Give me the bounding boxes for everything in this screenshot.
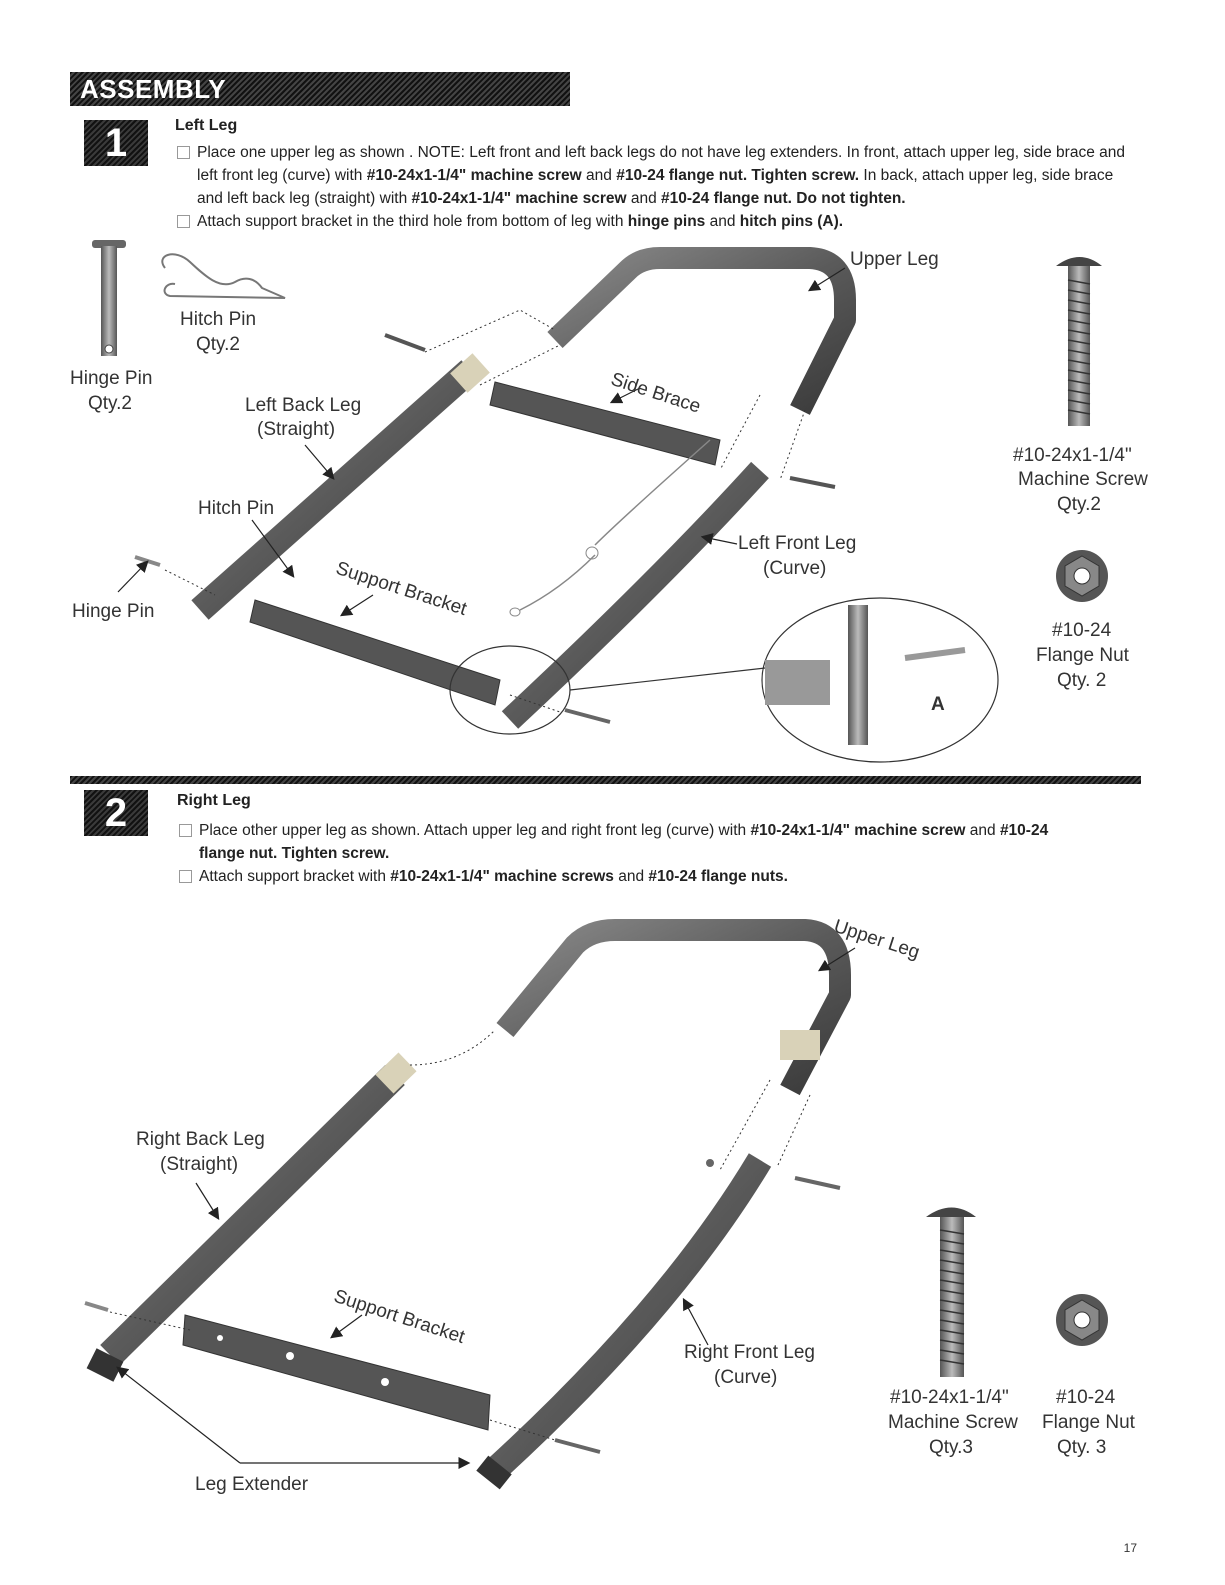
hinge-pin-part-label: Hinge Pin [70,368,153,389]
machine-screw-1-qty: Qty.2 [1057,494,1101,515]
left-front-leg [501,461,769,729]
right-front-leg-label: Right Front Leg [684,1342,815,1363]
step-2-number: 2 [84,790,148,836]
hitch-pin-part-qty: Qty.2 [196,334,240,355]
left-back-leg-label: Left Back Leg [245,395,362,416]
step-1-instruction-1: Place one upper leg as shown . NOTE: Lef… [175,141,1135,210]
checkbox-icon [179,870,192,883]
right-back-leg-type: (Straight) [160,1154,239,1175]
machine-screw-2-type: Machine Screw [888,1412,1018,1433]
left-back-leg [191,360,479,620]
flange-nut-1-name: #10-24 [1052,620,1112,641]
flange-nut-1-icon [1056,550,1108,602]
hitch-pin-part-icon [161,253,286,299]
support-bracket-1 [249,599,501,706]
machine-screw-2-name: #10-24x1-1/4" [890,1387,1009,1408]
flange-nut-1-type: Flange Nut [1036,645,1129,666]
checkbox-icon [177,146,190,159]
flange-nut-1-qty: Qty. 2 [1057,670,1107,691]
side-brace-1 [489,381,721,466]
machine-screw-1-type: Machine Screw [1018,469,1148,490]
step-1-number: 1 [84,120,148,166]
support-bracket-2 [182,1314,491,1431]
step-1-instruction-2: Attach support bracket in the third hole… [175,210,1135,233]
upper-leg-label-1: Upper Leg [850,249,939,270]
flange-nut-2-icon [1056,1294,1108,1346]
left-front-leg-label: Left Front Leg [738,533,857,554]
left-back-leg-type: (Straight) [257,419,336,440]
right-back-leg [100,1065,405,1365]
step-2-title: Right Leg [177,792,251,809]
page-number: 17 [1123,1541,1137,1555]
flange-nut-2-qty: Qty. 3 [1057,1437,1107,1458]
checkbox-icon [177,215,190,228]
right-front-leg [486,1153,772,1480]
hinge-pin-callout-label: Hinge Pin [72,601,155,622]
upper-leg-1 [547,247,856,415]
step1-diagram [92,240,1108,763]
machine-screw-1-icon [1056,257,1102,426]
hinge-pin-part-qty: Qty.2 [88,393,132,414]
upper-leg-2 [496,919,851,1096]
hitch-pin-part-label: Hitch Pin [180,309,257,330]
machine-screw-2-icon [926,1207,976,1377]
step-1-instructions: Place one upper leg as shown . NOTE: Lef… [175,141,1135,233]
flange-nut-2-name: #10-24 [1056,1387,1116,1408]
checkbox-icon [179,824,192,837]
hitch-pin-callout-label: Hitch Pin [198,498,275,519]
step-2-instruction-1: Place other upper leg as shown. Attach u… [177,819,1097,865]
right-front-leg-type: (Curve) [714,1367,778,1388]
step-2-instructions: Place other upper leg as shown. Attach u… [177,819,1097,888]
detail-circle-a [761,597,999,763]
machine-screw-1-name: #10-24x1-1/4" [1013,445,1132,466]
machine-screw-2-qty: Qty.3 [929,1437,973,1458]
right-back-leg-label: Right Back Leg [136,1129,265,1150]
section-banner: ASSEMBLY [70,72,570,106]
step2-diagram [84,919,1108,1490]
step-2-instruction-2: Attach support bracket with #10-24x1-1/4… [177,865,1097,888]
left-front-leg-type: (Curve) [763,558,827,579]
leg-extender-label: Leg Extender [195,1474,309,1495]
hinge-pin-part-icon [92,240,126,356]
step-divider [70,776,1141,784]
detail-a-label: A [931,694,945,715]
flange-nut-2-type: Flange Nut [1042,1412,1135,1433]
step-1-title: Left Leg [175,117,238,134]
